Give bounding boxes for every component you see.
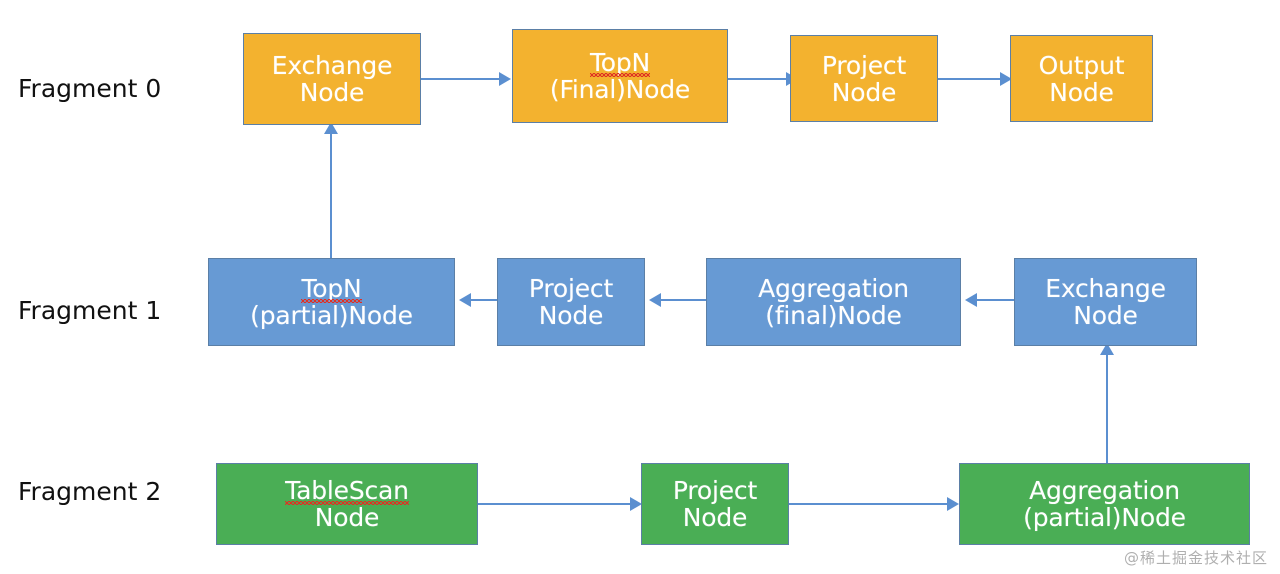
node-line2: (final)Node: [765, 301, 902, 330]
node-line2: Node: [538, 301, 604, 330]
arrowhead-f0-exchange-up: [324, 122, 338, 134]
node-line1: Project: [821, 50, 907, 80]
connector-f0-exchange-to-topn: [421, 78, 499, 80]
watermark: @稀土掘金技术社区: [1123, 549, 1268, 567]
node-fragment0-output[interactable]: Output Node: [1010, 35, 1153, 122]
node-line1: Project: [528, 274, 614, 303]
node-line1: Output: [1038, 50, 1125, 80]
node-line1: Aggregation: [758, 274, 909, 303]
node-fragment0-project[interactable]: Project Node: [790, 35, 938, 122]
arrowhead-f2-project: [630, 497, 642, 511]
node-line2: Node: [831, 77, 897, 107]
node-line2: Node: [1073, 301, 1138, 330]
fragment-label-0: Fragment 0: [18, 74, 162, 103]
arrowhead-f2-agg: [947, 497, 959, 511]
node-fragment1-exchange[interactable]: Exchange Node: [1014, 258, 1197, 346]
node-line1: Aggregation: [1029, 476, 1180, 505]
node-line2: (partial)Node: [1023, 503, 1186, 532]
connector-f2-agg-to-f1-exchange: [1106, 346, 1108, 464]
connector-f2-tablescan-to-project: [478, 503, 630, 505]
spellcheck-word: TopN: [589, 48, 651, 77]
node-fragment2-tablescan[interactable]: TableScan Node: [216, 463, 478, 545]
node-line2: (Final)Node: [549, 75, 691, 104]
connector-f1-exchange-to-agg: [977, 299, 1016, 301]
connector-f1-topn-to-f0-exchange: [330, 125, 332, 258]
connector-f1-project-to-topn: [471, 299, 497, 301]
arrowhead-f0-output: [1000, 72, 1012, 86]
arrowhead-f1-topn-left: [459, 293, 471, 307]
node-fragment1-aggregation-final[interactable]: Aggregation (final)Node: [706, 258, 961, 346]
connector-f0-topn-to-project: [728, 78, 786, 80]
arrowhead-f1-exchange-up: [1100, 343, 1114, 355]
node-line2: Node: [314, 503, 380, 532]
node-line1: Exchange: [271, 51, 393, 80]
node-fragment2-aggregation-partial[interactable]: Aggregation (partial)Node: [959, 463, 1250, 545]
arrowhead-f1-project-left: [649, 293, 661, 307]
spellcheck-word: TopN: [301, 274, 362, 303]
node-line2: Node: [1049, 77, 1114, 107]
arrowhead-f0-topn: [499, 72, 511, 86]
connector-f1-agg-to-project: [661, 299, 708, 301]
arrowhead-f1-agg-left: [965, 293, 977, 307]
node-line2: (partial)Node: [250, 301, 413, 330]
node-fragment1-project[interactable]: Project Node: [497, 258, 645, 346]
node-line1: Project: [672, 476, 758, 505]
node-fragment2-project[interactable]: Project Node: [641, 463, 789, 545]
node-fragment0-exchange[interactable]: Exchange Node: [243, 33, 421, 125]
connector-f2-project-to-agg: [789, 503, 947, 505]
fragment-label-1: Fragment 1: [18, 296, 162, 325]
node-line2: Node: [682, 503, 748, 532]
connector-f0-project-to-output: [938, 78, 1000, 80]
node-fragment0-topn-final[interactable]: TopN (Final)Node: [512, 29, 728, 123]
node-line1: TopN: [550, 48, 690, 77]
node-line1: TableScan: [285, 476, 409, 505]
node-line1: Exchange: [1045, 274, 1166, 303]
node-fragment1-topn-partial[interactable]: TopN (partial)Node: [208, 258, 455, 346]
node-line1: TopN: [250, 274, 413, 303]
spellcheck-word: TableScan: [285, 476, 409, 505]
node-line2: Node: [299, 78, 365, 107]
fragment-label-2: Fragment 2: [18, 477, 162, 506]
